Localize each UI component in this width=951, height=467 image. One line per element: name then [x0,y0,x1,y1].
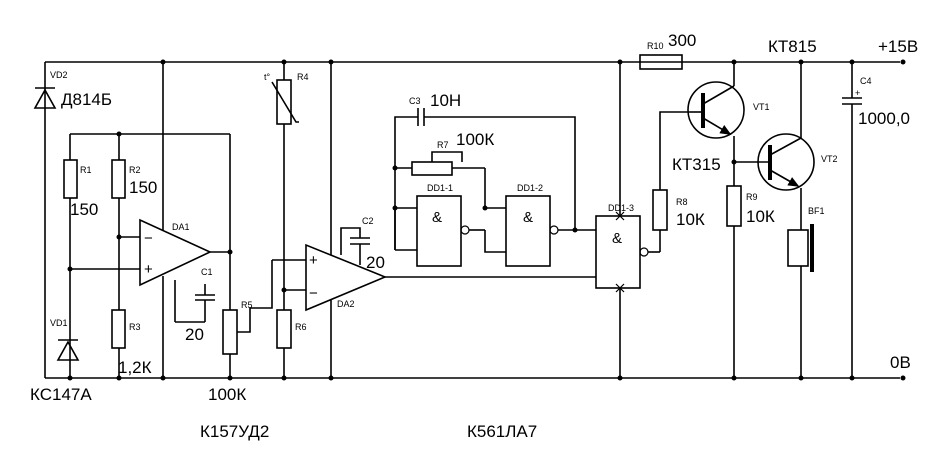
r7-ref: R7 [437,140,449,150]
c1-ref: C1 [201,267,213,277]
r4-ref: R4 [297,72,309,82]
r3-resistor [111,309,126,378]
dd1-3-ref: DD1-3 [608,203,634,213]
positive-rail [45,59,906,65]
da1-plus: + [144,261,153,278]
r10-ref: R10 [647,41,664,51]
r7-potentiometer [395,151,486,208]
r9-ref: R9 [746,192,758,202]
r9-resistor [726,185,742,378]
dd1-3-gate [595,211,660,293]
vd2-zener [33,62,57,378]
dd1-3-symbol: & [612,230,622,247]
r4-thermistor [271,62,299,310]
r10-resistor [639,54,683,70]
dd1-1-ref: DD1-1 [427,183,453,193]
r7-value: 100К [456,130,494,149]
zero-rail-label: 0В [890,353,911,372]
r10-value: 300 [668,31,696,50]
c4-capacitor [842,62,862,378]
vt1-ref: VT1 [753,102,770,112]
r9-value: 10К [746,207,775,226]
vt2-ref: VT2 [821,154,838,164]
c2-value: 20 [366,253,385,272]
c3-ref: C3 [409,96,421,106]
c2-capacitor [340,227,370,265]
c3-value: 10Н [430,91,461,110]
vd1-zener [56,339,80,361]
dd1-2-ref: DD1-2 [517,183,543,193]
r3-value: 1,2К [118,358,152,377]
da2-ref: DA2 [337,299,355,309]
dd1-chip: К561ЛА7 [467,422,537,441]
c4-value: 1000,0 [858,109,910,128]
c4-plus: + [855,88,860,98]
r3-ref: R3 [129,322,141,332]
ground-rail [45,375,906,381]
da2-plus: + [309,252,318,269]
r6-ref: R6 [295,322,307,332]
da1-minus: − [144,230,153,247]
dd1-1-gate [395,195,485,267]
r8-resistor [652,111,690,252]
r6-resistor [276,309,292,378]
da2-minus: − [309,285,318,302]
r2-resistor [111,134,126,310]
c2-ref: C2 [362,216,374,226]
vd1-value: КС147А [30,385,92,404]
r2-value: 150 [129,178,157,197]
c1-capacitor [174,280,215,323]
da1-opamp [70,62,231,378]
da2-chip: К157УД2 [200,422,269,441]
r2-ref: R2 [129,165,141,175]
vd1-ref: VD1 [50,318,68,328]
da1-ref: DA1 [172,222,190,232]
dd1-2-gate [484,195,596,267]
r8-value: 10К [676,210,705,229]
vt1-value: КТ315 [672,155,721,174]
vt2-value: КТ815 [768,37,817,56]
dd1-2-symbol: & [523,209,533,226]
vd2-value: Д814Б [61,90,112,109]
r5-ref: R5 [241,300,253,310]
r5-value: 100К [208,385,246,404]
c1-value: 20 [185,325,204,344]
r4-temp: t° [264,72,271,82]
r1-ref: R1 [80,165,92,175]
c4-ref: C4 [860,76,872,86]
da2-opamp [305,62,596,378]
dd1-1-symbol: & [432,209,442,226]
plus-rail-label: +15В [878,37,918,56]
r8-ref: R8 [676,197,688,207]
r5-potentiometer [222,259,306,378]
bf1-speaker [787,224,814,378]
bf1-ref: BF1 [808,206,825,216]
r1-resistor [63,134,78,378]
vd2-ref: VD2 [50,70,68,80]
r1-value: 150 [70,200,98,219]
vt2-transistor [734,62,815,230]
